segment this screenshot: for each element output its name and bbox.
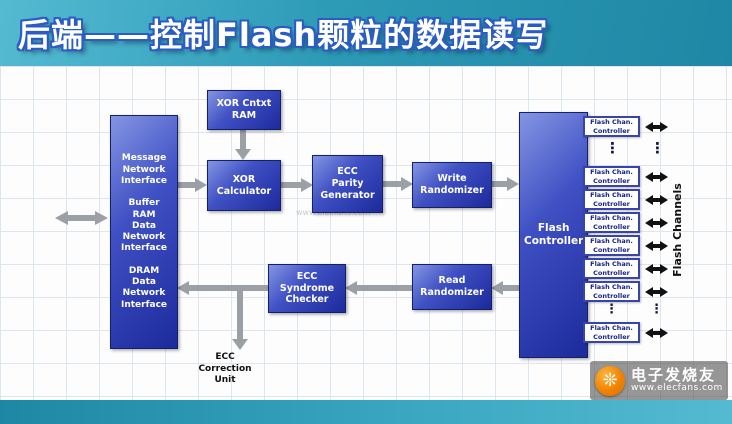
block-flash-chan-controller-5: Flash Chan. Controller xyxy=(583,235,640,256)
channel-arrow-ellipsis-bottom: ⋮ xyxy=(650,302,663,317)
title-banner: 后端——控制Flash颗粒的数据读写 xyxy=(0,0,732,66)
block-ecc-parity-generator: ECC Parity Generator xyxy=(312,155,383,213)
watermark-brand: 电子发烧友 xyxy=(631,365,717,384)
block-flash-chan-controller-8: Flash Chan. Controller xyxy=(583,322,640,343)
block-flash-controller: Flash Controller xyxy=(519,112,588,358)
block-ecc-syndrome-checker: ECC Syndrome Checker xyxy=(268,264,346,313)
chanbox-ellipsis-bottom: ⋮ xyxy=(605,302,618,317)
block-xor-cntxt-ram: XOR Cntxt RAM xyxy=(207,90,281,130)
block-read-randomizer: Read Randomizer xyxy=(412,264,492,310)
block-flash-chan-controller-4: Flash Chan. Controller xyxy=(583,212,640,233)
channel-arrow-ellipsis-top: ⋮ xyxy=(650,139,665,157)
label-flash-channels: Flash Channels xyxy=(671,183,684,277)
block-flash-chan-controller-3: Flash Chan. Controller xyxy=(583,189,640,210)
block-xor-calculator: XOR Calculator xyxy=(207,160,281,211)
elecfans-logo-icon: ❊ xyxy=(595,365,625,396)
brand-watermark: ❊ 电子发烧友 www.elecfans.com xyxy=(590,361,728,400)
chanbox-ellipsis-top: ⋮ xyxy=(605,139,620,157)
block-flash-chan-controller-7: Flash Chan. Controller xyxy=(583,281,640,302)
block-write-randomizer: Write Randomizer xyxy=(412,162,492,208)
watermark-url: www.elecfans.com xyxy=(631,383,723,394)
block-flash-chan-controller-2: Flash Chan. Controller xyxy=(583,166,640,187)
block-network-interface: Message Network Interface Buffer RAM Dat… xyxy=(110,115,178,349)
bottom-strip xyxy=(0,400,732,424)
page-title: 后端——控制Flash颗粒的数据读写 xyxy=(18,16,549,54)
block-flash-chan-controller-1: Flash Chan. Controller xyxy=(583,116,640,137)
watermark-text: 电子发烧友 www.elecfans.com xyxy=(631,367,723,394)
label-ecc-correction-unit: ECC Correction Unit xyxy=(198,352,252,386)
block-flash-chan-controller-6: Flash Chan. Controller xyxy=(583,258,640,279)
